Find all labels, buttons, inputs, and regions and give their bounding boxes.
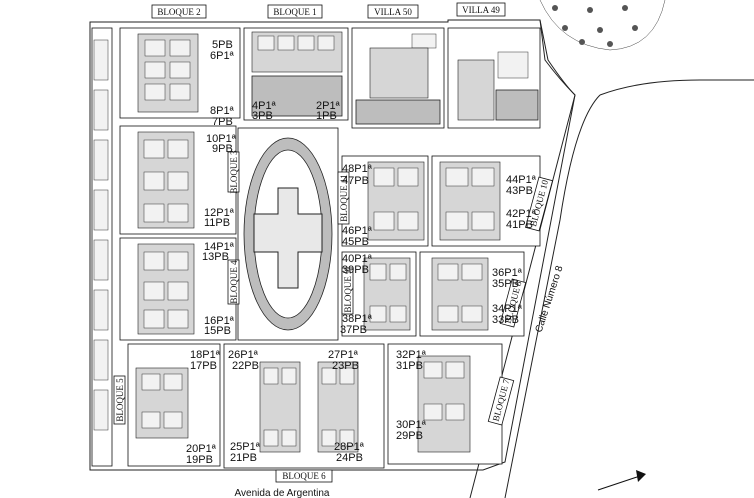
unit-label: 19PB bbox=[186, 454, 213, 466]
site-boundary bbox=[89, 19, 576, 471]
unit-label: 36P1ª bbox=[492, 267, 523, 279]
label-bloque-3: BLOQUE 3 bbox=[227, 150, 240, 194]
unit-label: 35PB bbox=[492, 278, 519, 290]
label-bloque-4: BLOQUE 4 bbox=[227, 259, 240, 305]
unit-label: 25P1ª bbox=[230, 441, 261, 453]
unit-label: 7PB bbox=[212, 116, 233, 128]
label-villa-49: VILLA 49 bbox=[456, 2, 506, 17]
unit-label: 20P1ª bbox=[186, 443, 217, 455]
plaza-circle bbox=[539, 0, 666, 51]
unit-label: 6P1ª bbox=[210, 50, 235, 62]
unit-label: 44P1ª bbox=[506, 174, 537, 186]
unit-label: 39PB bbox=[342, 264, 369, 276]
unit-label: 10P1ª bbox=[206, 133, 237, 145]
unit-label: 8P1ª bbox=[210, 105, 235, 117]
unit-label: 26P1ª bbox=[228, 349, 259, 361]
unit-label: 15PB bbox=[204, 325, 231, 337]
west-parking bbox=[93, 39, 109, 431]
label-bloque-11: BLOQUE 11 bbox=[337, 171, 350, 225]
unit-label: 43PB bbox=[506, 185, 533, 197]
label-bloque-6: BLOQUE 6 bbox=[275, 469, 333, 483]
svg-text:BLOQUE 6: BLOQUE 6 bbox=[282, 471, 326, 481]
unit-label: 14P1ª bbox=[204, 241, 235, 253]
unit-label: 16P1ª bbox=[204, 315, 235, 327]
unit-label: 9PB bbox=[212, 143, 233, 155]
svg-text:VILLA 50: VILLA 50 bbox=[374, 7, 412, 17]
unit-label: 34P1ª bbox=[492, 303, 523, 315]
villa-49-pool bbox=[497, 51, 529, 79]
villa-50-house bbox=[369, 47, 429, 99]
villa-49-house bbox=[457, 59, 495, 121]
unit-label: 23PB bbox=[332, 360, 359, 372]
unit-label: 48P1ª bbox=[342, 163, 373, 175]
unit-label: 12P1ª bbox=[204, 207, 235, 219]
unit-label: 2P1ª bbox=[316, 100, 341, 112]
svg-text:VILLA 49: VILLA 49 bbox=[462, 5, 500, 15]
villa-50-pool bbox=[411, 33, 437, 49]
unit-label: 21PB bbox=[230, 452, 257, 464]
villa-50-garden bbox=[355, 99, 441, 125]
unit-label: 22PB bbox=[232, 360, 259, 372]
unit-label: 45PB bbox=[342, 236, 369, 248]
unit-label: 13PB bbox=[202, 251, 229, 263]
unit-label: 4P1ª bbox=[252, 100, 277, 112]
unit-label: 24PB bbox=[336, 452, 363, 464]
svg-text:BLOQUE 9: BLOQUE 9 bbox=[343, 269, 353, 313]
unit-label: 28P1ª bbox=[334, 441, 365, 453]
unit-label: 3PB bbox=[252, 110, 273, 122]
label-villa-50: VILLA 50 bbox=[367, 4, 419, 19]
unit-label: 33PB bbox=[492, 314, 519, 326]
unit-label: 31PB bbox=[396, 360, 423, 372]
road-edge-inner bbox=[504, 79, 754, 498]
unit-label: 30P1ª bbox=[396, 419, 427, 431]
unit-label: 27P1ª bbox=[328, 349, 359, 361]
block-1-garden bbox=[251, 75, 343, 117]
cross-pool bbox=[253, 187, 323, 289]
unit-labels: 5PB 6P1ª 8P1ª 7PB 4P1ª 3PB 2P1ª 1PB 10P1… bbox=[186, 39, 537, 466]
unit-label: 46P1ª bbox=[342, 225, 373, 237]
unit-label: 5PB bbox=[212, 39, 233, 51]
unit-label: 47PB bbox=[342, 175, 369, 187]
unit-label: 17PB bbox=[190, 360, 217, 372]
north-arrow-icon bbox=[597, 470, 646, 491]
label-bloque-2: BLOQUE 2 bbox=[151, 4, 207, 19]
svg-text:BLOQUE 2: BLOQUE 2 bbox=[157, 7, 200, 17]
unit-label: 1PB bbox=[316, 110, 337, 122]
svg-text:BLOQUE 4: BLOQUE 4 bbox=[229, 260, 239, 304]
villa-49-garden bbox=[495, 89, 539, 121]
svg-text:BLOQUE 11: BLOQUE 11 bbox=[339, 174, 349, 221]
unit-label: 11PB bbox=[204, 217, 230, 229]
svg-text:BLOQUE 3: BLOQUE 3 bbox=[229, 150, 239, 194]
unit-label: 37PB bbox=[340, 324, 367, 336]
label-bloque-5: BLOQUE 5 bbox=[113, 375, 126, 425]
unit-label: 41PB bbox=[506, 219, 533, 231]
unit-label: 42P1ª bbox=[506, 208, 537, 220]
unit-label: 18P1ª bbox=[190, 349, 221, 361]
unit-label: 38P1ª bbox=[342, 313, 373, 325]
label-bloque-9: BLOQUE 9 bbox=[341, 267, 354, 315]
unit-label: 29PB bbox=[396, 430, 423, 442]
palm-tree-icon bbox=[552, 5, 638, 47]
label-bloque-1: BLOQUE 1 bbox=[267, 4, 323, 19]
svg-text:BLOQUE 5: BLOQUE 5 bbox=[115, 378, 125, 422]
street-avenida-argentina: Avenida de Argentina bbox=[235, 488, 330, 498]
unit-label: 40P1ª bbox=[342, 253, 373, 265]
unit-label: 32P1ª bbox=[396, 349, 427, 361]
svg-text:BLOQUE 1: BLOQUE 1 bbox=[273, 7, 316, 17]
